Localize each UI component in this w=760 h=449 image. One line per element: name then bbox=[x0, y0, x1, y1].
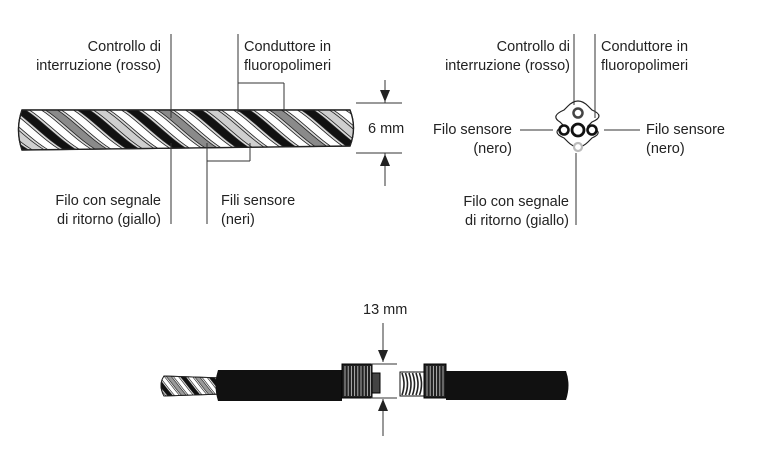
cross-label-sensor-left-1: Filo sensore bbox=[433, 122, 512, 138]
strand-band bbox=[56, 110, 129, 150]
strand-band bbox=[200, 110, 273, 150]
exposed-strand bbox=[191, 376, 218, 396]
sensor-right-circle bbox=[586, 124, 598, 136]
strand-band bbox=[232, 110, 305, 150]
cross-label-conductor-2: fluoropolimeri bbox=[601, 58, 688, 74]
strand-band bbox=[18, 110, 81, 150]
strand-band bbox=[152, 110, 225, 150]
cross-label-interrupt-2: interruzione (rosso) bbox=[445, 58, 570, 74]
side-label-interrupt-2: interruzione (rosso) bbox=[36, 58, 161, 74]
side-label-interrupt-1: Controllo di bbox=[88, 39, 161, 55]
connector-assembly bbox=[129, 363, 569, 401]
right-jacket bbox=[446, 371, 569, 400]
side-label-conductor-1: Conduttore in bbox=[244, 39, 331, 55]
strand-band bbox=[136, 110, 209, 150]
cross-section bbox=[555, 100, 600, 153]
strand-band bbox=[216, 110, 289, 150]
strand-band bbox=[296, 110, 354, 150]
spring-turn bbox=[408, 372, 412, 396]
exposed-strand bbox=[177, 376, 204, 396]
dimension-6mm bbox=[356, 80, 402, 186]
strand-band bbox=[312, 110, 354, 150]
yellow-wire-circle bbox=[572, 141, 584, 153]
strand-band bbox=[280, 110, 353, 150]
strand-band bbox=[24, 110, 97, 150]
exposed-strand bbox=[161, 376, 162, 396]
exposed-strand bbox=[129, 374, 154, 398]
dimension-13mm-label: 13 mm bbox=[363, 302, 407, 318]
cross-leaders bbox=[520, 34, 640, 225]
spring-turn bbox=[411, 372, 416, 396]
strand-band bbox=[184, 110, 257, 150]
strand-band bbox=[120, 110, 193, 150]
side-label-sensors-2: (neri) bbox=[221, 212, 255, 228]
strand-band bbox=[168, 110, 241, 150]
side-leaders bbox=[170, 34, 285, 224]
exposed-strand bbox=[170, 376, 197, 396]
dimension-6mm-label: 6 mm bbox=[368, 121, 404, 137]
cross-label-return-1: Filo con segnale bbox=[463, 194, 569, 210]
cross-label-sensor-right-2: (nero) bbox=[646, 141, 685, 157]
dimension-13mm bbox=[371, 323, 397, 436]
exposed-strand bbox=[161, 376, 176, 396]
strand-band bbox=[72, 110, 145, 150]
strand-band bbox=[88, 110, 161, 150]
spring-turn bbox=[415, 372, 419, 396]
exposed-strand bbox=[184, 376, 211, 396]
strand-band bbox=[104, 110, 177, 150]
left-connector-tip bbox=[371, 372, 381, 394]
side-label-conductor-2: fluoropolimeri bbox=[244, 58, 331, 74]
conductor-circle bbox=[570, 122, 586, 138]
strand-band bbox=[18, 110, 65, 150]
strand-band bbox=[18, 110, 49, 150]
cross-label-sensor-right-1: Filo sensore bbox=[646, 122, 725, 138]
side-label-return-2: di ritorno (giallo) bbox=[57, 212, 161, 228]
strand-band bbox=[328, 110, 354, 150]
red-wire-circle bbox=[572, 107, 584, 119]
twisted-cable bbox=[0, 108, 355, 152]
exposed-strand bbox=[163, 376, 190, 396]
spring-turn bbox=[418, 372, 423, 396]
spring-turn bbox=[404, 372, 409, 396]
exposed-strand bbox=[161, 376, 183, 396]
strand-band bbox=[264, 110, 337, 150]
side-label-return-1: Filo con segnale bbox=[55, 193, 161, 209]
sensor-left-circle bbox=[558, 124, 570, 136]
side-label-sensors-1: Fili sensore bbox=[221, 193, 295, 209]
cross-label-return-2: di ritorno (giallo) bbox=[465, 213, 569, 229]
cross-label-interrupt-1: Controllo di bbox=[497, 39, 570, 55]
cross-label-sensor-left-2: (nero) bbox=[473, 141, 512, 157]
strand-band bbox=[0, 108, 16, 152]
strand-band bbox=[248, 110, 321, 150]
spring-turn bbox=[401, 372, 405, 396]
cross-label-conductor-1: Conduttore in bbox=[601, 39, 688, 55]
left-jacket bbox=[215, 370, 342, 401]
strand-band bbox=[40, 110, 113, 150]
